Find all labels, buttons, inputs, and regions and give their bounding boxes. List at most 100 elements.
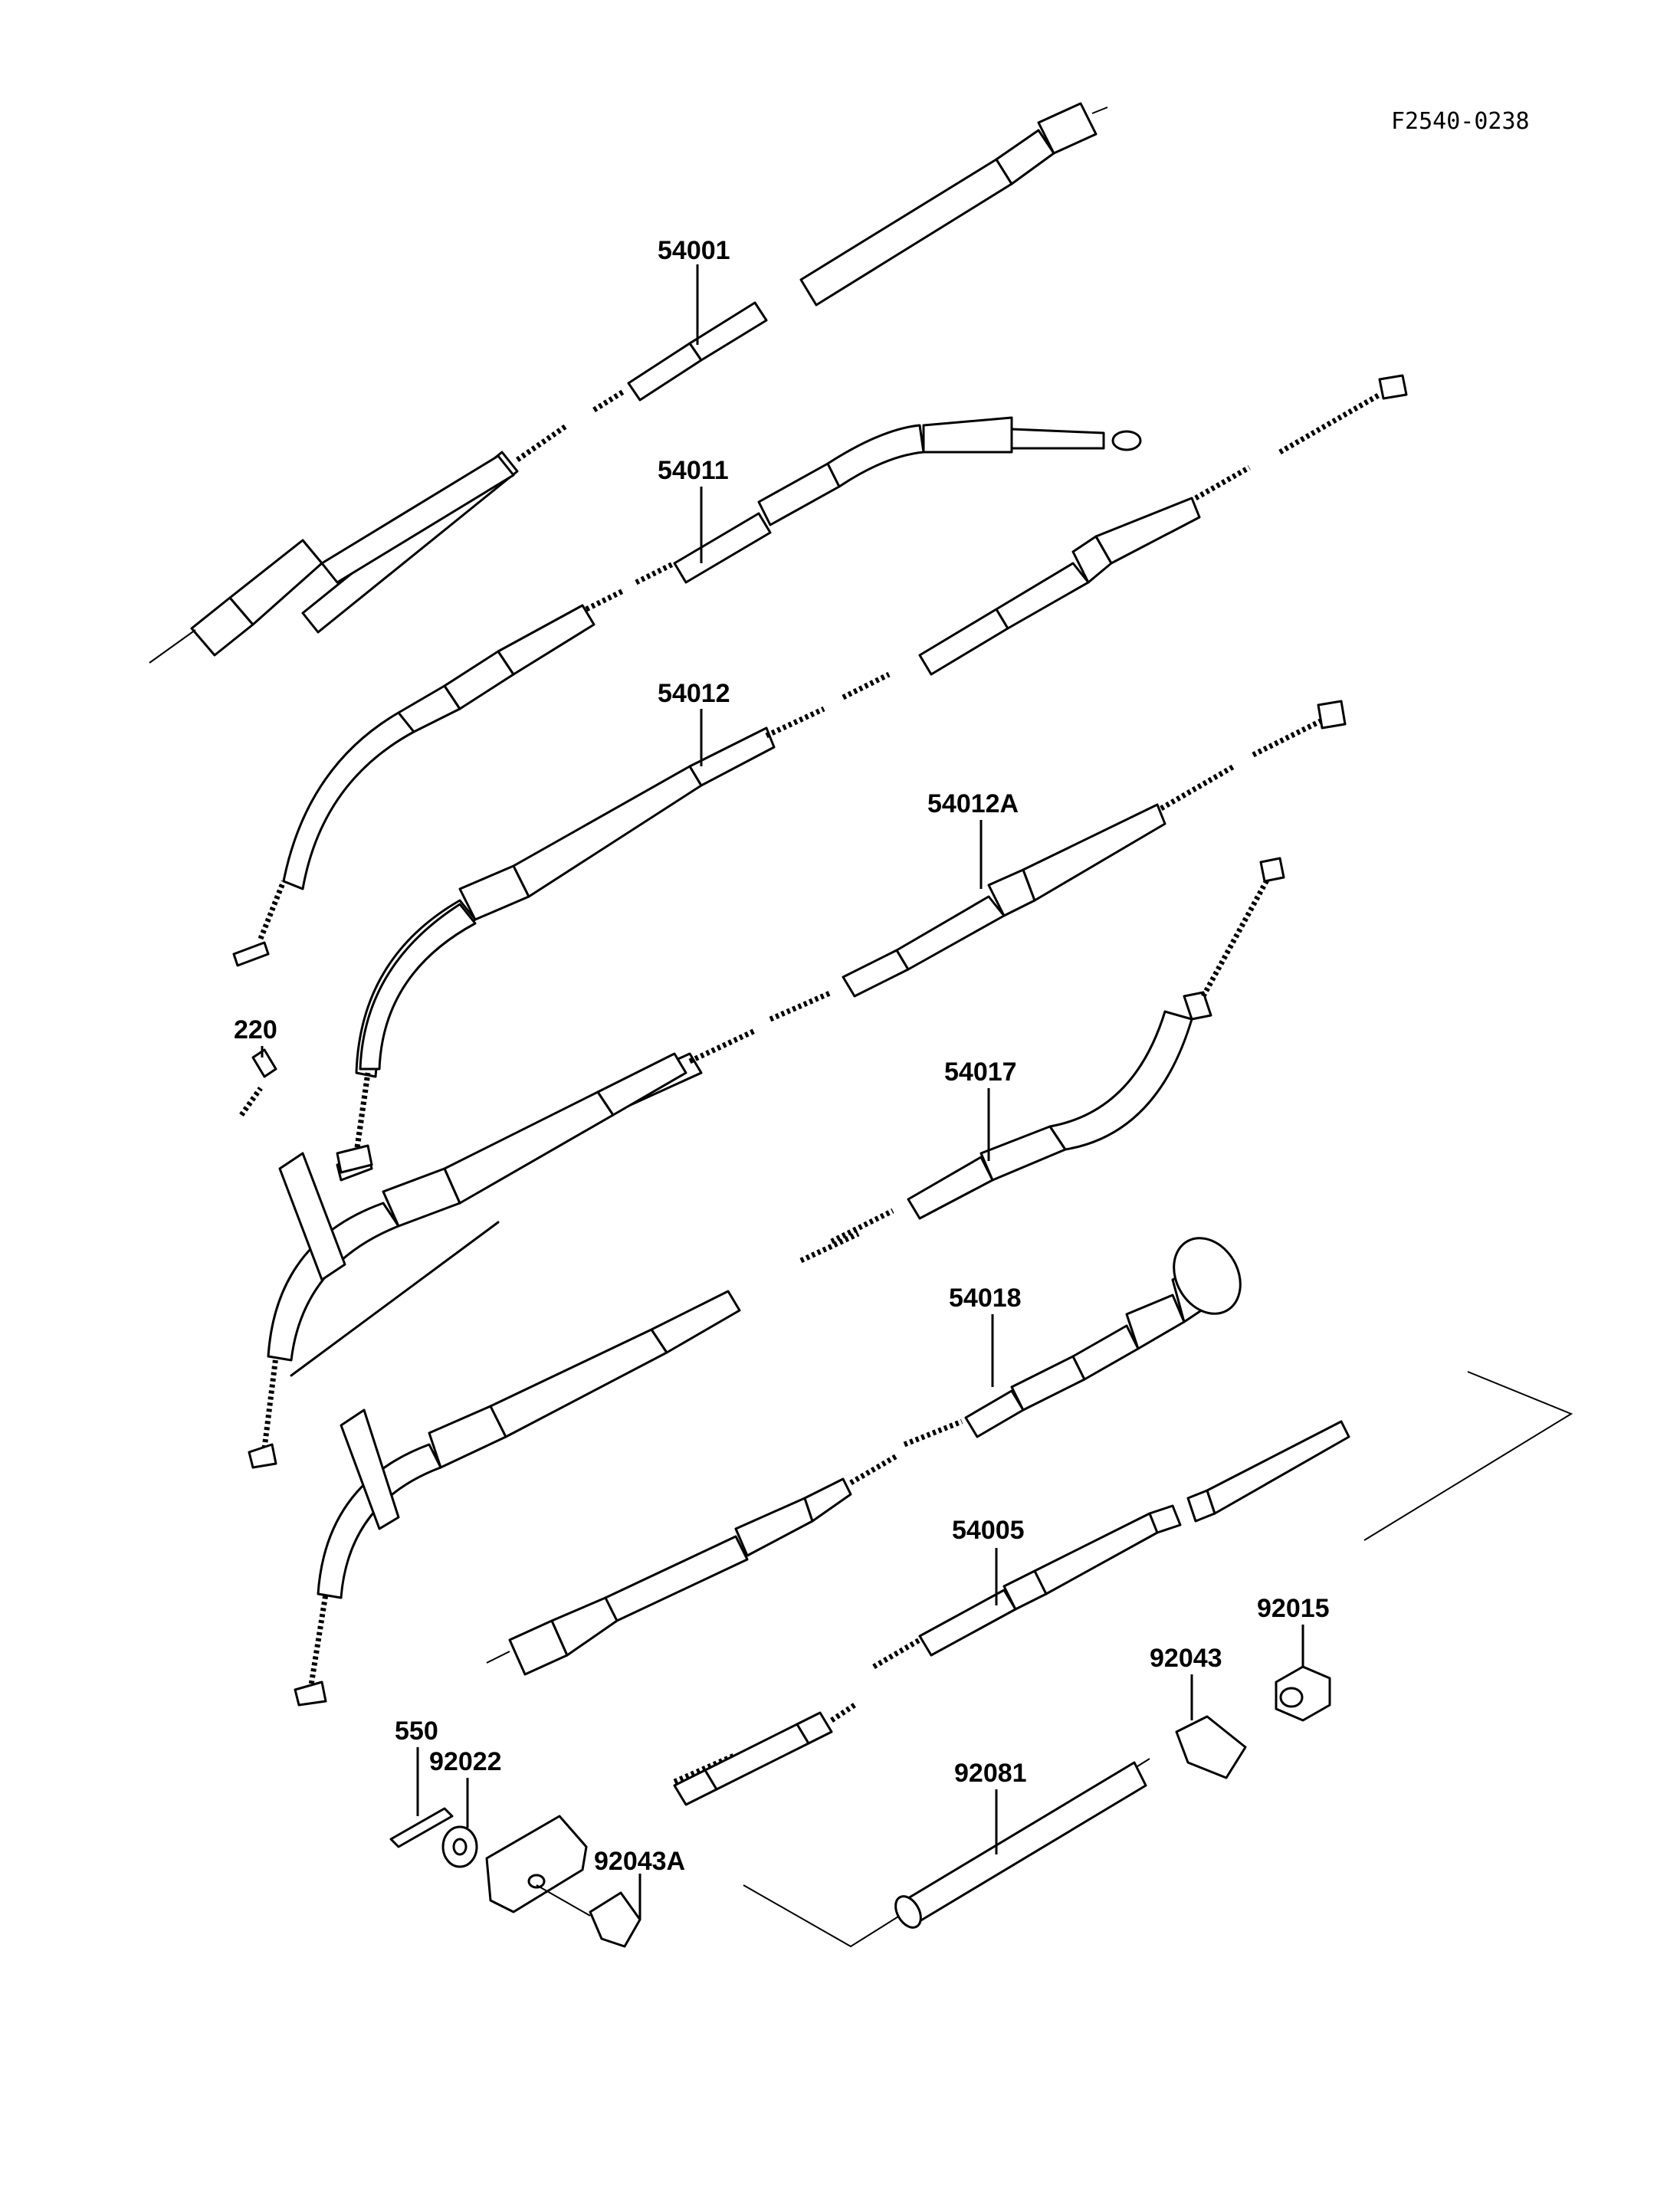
cable-54018-inner-wire-mid — [903, 1418, 963, 1448]
cable-54012A — [336, 700, 1347, 1174]
cotter-pin-550-body — [389, 1807, 454, 1848]
screw-220-thread — [239, 1086, 263, 1117]
clevis-hole — [527, 1874, 546, 1889]
cable-54005-inner-wire-lower2 — [872, 1637, 921, 1670]
cable-54018-sleeve-2 — [964, 1389, 1025, 1438]
cable-54018-knurled-knob — [1173, 1237, 1242, 1315]
cotter-pin-550 — [389, 1807, 454, 1848]
cable-54012-end-nipple — [1378, 374, 1408, 400]
label-54011: 54011 — [658, 456, 729, 485]
cable-54018-sheath-mid — [489, 1328, 668, 1438]
label-92022: 92022 — [429, 1747, 502, 1776]
screw-220-head — [251, 1048, 277, 1078]
cable-54005-inner-wire-gap — [830, 1703, 856, 1723]
cable-54011-inner-wire-gap — [635, 560, 676, 585]
cable-54011-curved-upper — [826, 424, 925, 488]
label-54012A: 54012A — [927, 789, 1019, 818]
cable-54001-sheath-mid — [320, 454, 515, 584]
cable-54017-bracket — [278, 1152, 346, 1281]
cable-54017-inner-wire-upper — [1200, 876, 1271, 998]
spring-92081-end — [894, 1895, 922, 1929]
cable-54012-inner-wire-upper — [1194, 464, 1251, 501]
cable-54011-sleeve — [673, 512, 772, 584]
cable-54017-end-nipple — [1259, 857, 1285, 883]
cable-54017-inner-wire-gap — [830, 1208, 894, 1244]
cable-54005 — [486, 1420, 1350, 1806]
cable-54011-threaded-end — [1010, 428, 1105, 450]
cable-54017-curved-upper — [1048, 1010, 1193, 1151]
cable-54005-inner-wire-mid — [849, 1453, 898, 1486]
cable-54012A-inner-wire-gap — [769, 989, 833, 1022]
cable-54011-adjuster-upper — [922, 416, 1013, 454]
cable-54012-sheath-mid — [512, 765, 703, 898]
cable-54017-sheath-mid — [443, 1090, 615, 1205]
clevis-joint — [485, 1815, 591, 1917]
figure-code: F2540-0238 — [1391, 108, 1530, 135]
cable-54001-sleeve-2 — [688, 301, 768, 362]
cable-54012A-end-nipple — [1317, 700, 1347, 730]
cable-54005-sleeve — [734, 1497, 814, 1557]
label-54017: 54017 — [944, 1058, 1017, 1087]
cable-54005-threaded-rod — [1206, 1420, 1350, 1515]
label-92043A: 92043A — [594, 1847, 685, 1876]
cable-54001-sleeve — [627, 342, 703, 402]
cable-54012-inner-wire-gap — [842, 671, 891, 700]
cable-54001-sheath-lower — [290, 1221, 500, 1377]
cable-54012-adjuster — [1094, 497, 1201, 565]
pin-92043-body — [1175, 1715, 1247, 1779]
cable-54012A-end-fitting-lower — [336, 1144, 373, 1174]
cable-54001-end-nut-upper — [1037, 102, 1098, 155]
label-92015: 92015 — [1257, 1594, 1330, 1623]
cable-54012A-inner-wire-lower — [353, 1072, 371, 1154]
cable-54005-sheath-clevis — [704, 1723, 810, 1791]
pin-92043A-body — [589, 1891, 641, 1948]
cable-54012A-inner-wire-upper — [1160, 763, 1235, 812]
cable-54017-inner-wire-lower — [261, 1356, 279, 1449]
cable-54018-end-fitting-lower — [294, 1681, 327, 1707]
cable-54005-sheath-mid — [918, 1589, 1017, 1657]
cable-54012A-inner-wire-mid — [688, 1028, 756, 1064]
cable-54011-sleeve-2 — [757, 462, 841, 526]
clevis-pin-axis — [536, 1884, 591, 1917]
cable-54005-sheath-lower — [604, 1535, 749, 1622]
cable-54017-sleeve-upper — [907, 1156, 994, 1220]
cable-54017-end-fitting-lower — [248, 1443, 277, 1469]
cable-54011-inner-wire-mid — [585, 587, 626, 612]
screw-220 — [239, 1048, 277, 1117]
label-54012: 54012 — [658, 679, 730, 708]
cable-54012-sleeve-upper — [918, 608, 1009, 676]
label-54005: 54005 — [952, 1516, 1025, 1545]
cable-54017-inner-wire-mid — [799, 1231, 860, 1264]
label-220: 220 — [234, 1015, 277, 1044]
cable-54005-collar — [803, 1477, 852, 1523]
cable-54012-sleeve — [688, 726, 776, 787]
nut-92015-hole — [1279, 1687, 1304, 1708]
cable-54017 — [248, 857, 1285, 1469]
cable-54017-ferrule-upper — [1183, 991, 1212, 1021]
cable-54018-sheath-upper-2 — [1071, 1324, 1140, 1381]
clevis-body — [485, 1815, 588, 1913]
cable-54018-ferrule-upper — [1125, 1294, 1186, 1350]
cable-54012-inner-wire-top — [1278, 392, 1381, 455]
label-92043: 92043 — [1150, 1644, 1222, 1673]
cable-54005-collar-upper — [1148, 1504, 1182, 1534]
cable-54018-sheath-upper — [1010, 1355, 1086, 1412]
cable-54017-sheath-upper — [979, 1125, 1067, 1182]
spring-92081 — [894, 1761, 1147, 1929]
cable-54011-curved-sheath — [282, 711, 415, 890]
cable-54012A-sheath — [895, 895, 1006, 971]
washer-92022 — [441, 1825, 478, 1868]
cable-54001-inner-wire-mid — [592, 389, 626, 412]
cable-54012A-curved-sheath — [359, 903, 477, 1071]
cable-54011 — [232, 416, 1142, 967]
label-54018: 54018 — [949, 1284, 1022, 1313]
pin-92043 — [1175, 1715, 1247, 1779]
cable-54012-sheath-upper — [995, 562, 1090, 630]
cable-54011-inner-wire-lower — [258, 880, 287, 940]
label-54001: 54001 — [658, 236, 730, 265]
washer-92022-hole — [452, 1838, 468, 1856]
cable-54001-sheath-upper — [799, 158, 1013, 307]
cable-54018-sleeve — [650, 1290, 741, 1354]
cable-54018-bracket — [340, 1408, 400, 1530]
